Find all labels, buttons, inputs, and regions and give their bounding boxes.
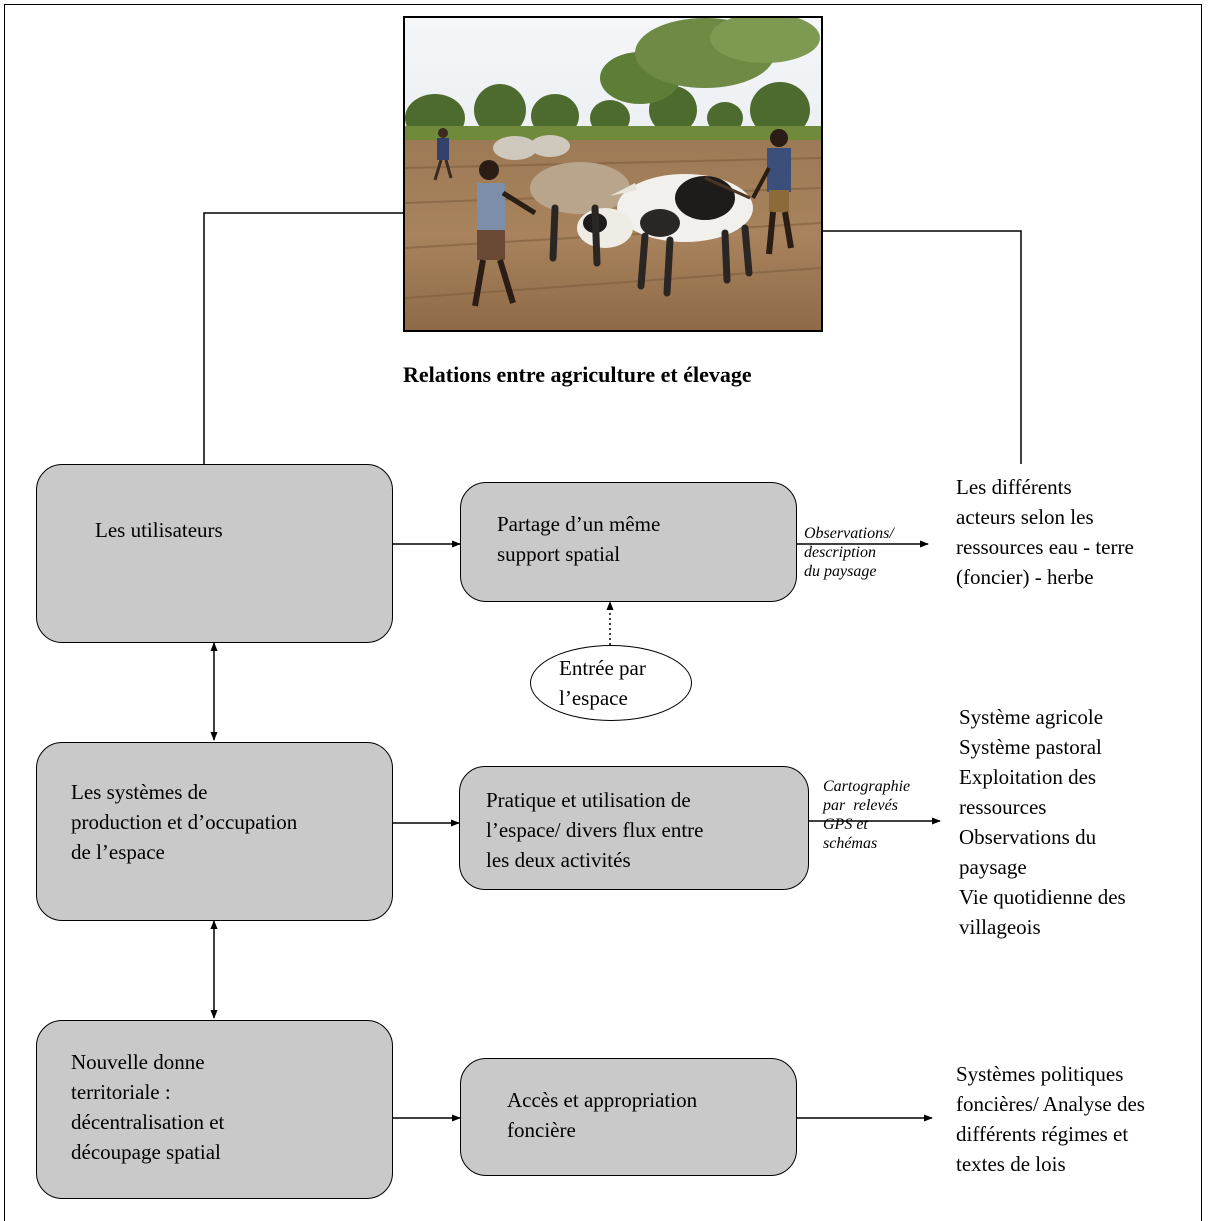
label-cartographie: Cartographie par relevés GPS et schémas <box>823 778 911 852</box>
box-nouvelle-donne: Nouvelle donne territoriale : décentrali… <box>36 1020 393 1199</box>
box-acces-label: Accès et appropriation foncière <box>507 1088 698 1142</box>
diagram-title: Relations entre agriculture et élevage <box>403 362 752 387</box>
output-politiques: Systèmes politiques foncières/ Analyse d… <box>956 1062 1145 1176</box>
photo-farmers-plowing-with-oxen-icon <box>405 18 821 330</box>
box-utilisateurs: Les utilisateurs <box>36 464 393 643</box>
box-acces: Accès et appropriation foncière <box>460 1058 797 1176</box>
box-nouvelle-donne-label: Nouvelle donne territoriale : décentrali… <box>71 1050 225 1164</box>
box-systemes: Les systèmes de production et d’occupati… <box>36 742 393 921</box>
photo-left-connector <box>203 212 403 464</box>
farming-photo <box>403 16 823 332</box>
ellipse-label: Entrée par l’espace <box>559 656 646 710</box>
box-pratique-label: Pratique et utilisation de l’espace/ div… <box>486 788 704 872</box>
page-frame <box>4 4 1202 1221</box>
box-partage: Partage d’un même support spatial <box>460 482 797 602</box>
output-systemes-list: Système agricole Système pastoral Exploi… <box>959 705 1126 939</box>
output-acteurs: Les différents acteurs selon les ressour… <box>956 475 1134 589</box>
box-partage-label: Partage d’un même support spatial <box>497 512 661 566</box>
box-utilisateurs-label: Les utilisateurs <box>95 518 223 542</box>
box-pratique: Pratique et utilisation de l’espace/ div… <box>459 766 809 890</box>
label-observations: Observations/ description du paysage <box>804 525 894 580</box>
photo-right-connector <box>823 230 1022 464</box>
ellipse-entree-espace: Entrée par l’espace <box>530 645 692 721</box>
box-systemes-label: Les systèmes de production et d’occupati… <box>71 780 298 864</box>
